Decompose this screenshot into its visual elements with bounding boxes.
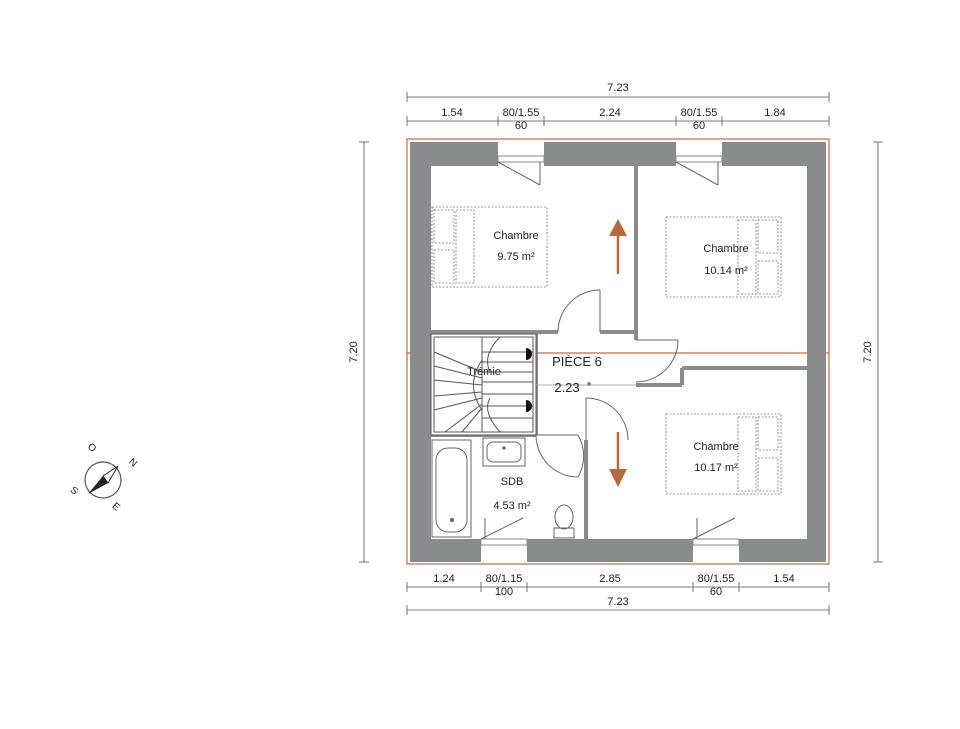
dim-bottom-total: 7.23 — [607, 596, 628, 608]
dim-bottom-seg-5: 1.54 — [773, 573, 794, 585]
dim-right-height: 7.20 — [862, 341, 874, 362]
stair-marker-top — [526, 348, 532, 360]
doors — [535, 289, 679, 478]
room-bedroom-3-name: Chambre — [693, 441, 738, 453]
room-hall-name: PIÈCE 6 — [552, 354, 602, 369]
arrow-down-icon — [609, 432, 627, 487]
dim-top-seg-2: 80/1.55 — [503, 107, 540, 119]
dim-bottom-seg-2: 80/1.15 — [486, 573, 523, 585]
room-bathroom-name: SDB — [501, 476, 524, 488]
dimension-lines — [359, 92, 883, 615]
dim-top-sub-2: 60 — [693, 120, 705, 132]
dimension-labels: 7.23 1.54 80/1.55 2.24 80/1.55 1.84 60 6… — [348, 82, 874, 608]
dim-bottom-seg-3: 2.85 — [599, 573, 620, 585]
room-bedroom-1-name: Chambre — [493, 230, 538, 242]
hall-marker — [587, 382, 591, 386]
compass-south: S — [68, 485, 80, 498]
room-stair-void-name: Trémie — [467, 366, 501, 378]
window-swings — [480, 161, 736, 540]
dim-bottom-sub-2: 60 — [710, 586, 722, 598]
compass-north: N — [126, 457, 139, 470]
windows — [480, 155, 740, 546]
arrow-up-icon — [609, 219, 627, 274]
walls — [410, 142, 826, 562]
compass-icon: N E S O — [68, 441, 139, 513]
room-labels: Chambre 9.75 m² Chambre 10.14 m² Chambre… — [467, 230, 749, 512]
sink-icon — [482, 437, 526, 467]
dim-top-seg-1: 1.54 — [441, 107, 462, 119]
compass-west: O — [85, 441, 98, 455]
dim-top-seg-5: 1.84 — [764, 107, 785, 119]
dim-top-seg-4: 80/1.55 — [681, 107, 718, 119]
dim-bottom-sub-1: 100 — [495, 586, 513, 598]
stair-marker-bottom — [526, 400, 532, 412]
dim-bottom-seg-1: 1.24 — [433, 573, 454, 585]
bed-icon — [431, 206, 782, 495]
toilet-icon — [553, 504, 575, 539]
room-bedroom-1-area: 9.75 m² — [497, 251, 535, 263]
dim-top-total: 7.23 — [607, 82, 628, 94]
room-bedroom-3-area: 10.17 m² — [694, 462, 738, 474]
room-bathroom-area: 4.53 m² — [493, 500, 531, 512]
dim-bottom-seg-4: 80/1.55 — [698, 573, 735, 585]
dim-top-seg-3: 2.24 — [599, 107, 620, 119]
dim-top-sub-1: 60 — [515, 120, 527, 132]
staircase-icon — [430, 333, 537, 436]
room-bedroom-2-name: Chambre — [703, 243, 748, 255]
bathtub-icon — [431, 439, 472, 538]
dim-left-height: 7.20 — [348, 341, 360, 362]
room-hall-area: 2.23 — [554, 380, 579, 395]
compass-east: E — [110, 501, 122, 514]
room-bedroom-2-area: 10.14 m² — [704, 265, 748, 277]
